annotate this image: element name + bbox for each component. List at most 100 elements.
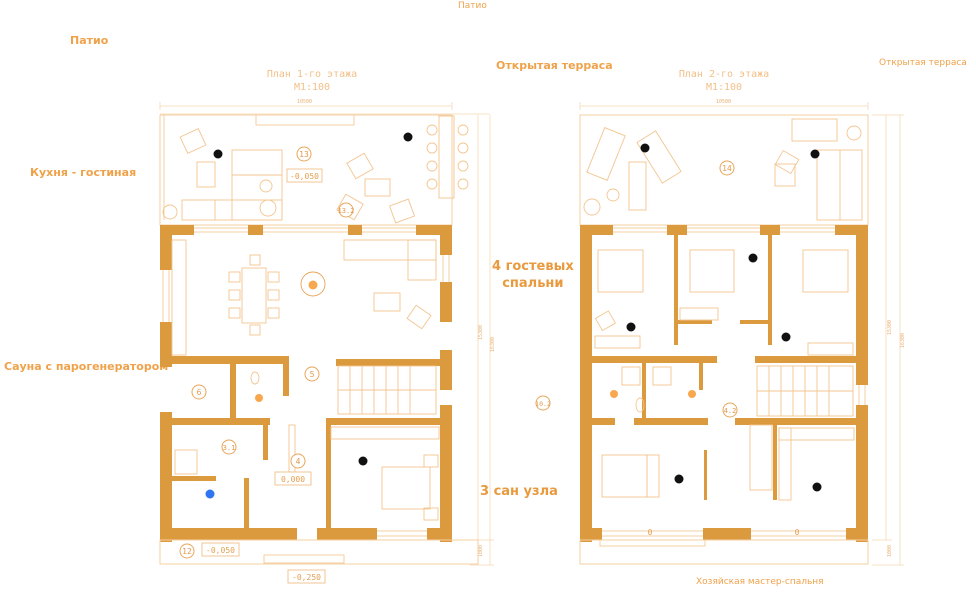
plan1-hotspot-sauna[interactable] (205, 489, 215, 499)
plan1-coffee-table (364, 178, 391, 197)
plan1-height-dim-inner: 15300 (478, 325, 484, 340)
plan2-bed-guest-2 (689, 249, 735, 293)
plan1-porch (159, 539, 479, 565)
plan1-room-5: 5 (304, 366, 320, 382)
room-number: 10.2 (535, 400, 551, 408)
label-master-bedroom: Хозяйская мастер-спальня (696, 577, 824, 587)
plan1-dimensions: 10500 15300 16300 1000 (159, 99, 496, 566)
room-number: 13.2 (338, 207, 355, 215)
plan1-living-armchair (406, 304, 432, 330)
plan2-shower (652, 366, 672, 386)
plan2-wardrobe (594, 335, 641, 349)
plan2-stairs (756, 365, 854, 417)
plan1-terrace-sofa (181, 149, 283, 221)
plan1-toilet (250, 371, 260, 385)
plan2-wardrobe (679, 307, 719, 321)
level-mark: 0,000 (281, 475, 305, 484)
plan2-lounger (636, 130, 682, 184)
plan1-level-terrace: -0,050 (286, 168, 323, 183)
plan1-armchair (179, 128, 207, 154)
plan2-title: План 2-го этажа М1:100 (674, 68, 774, 94)
plan2-window-mark: 0 (648, 528, 653, 537)
plan1-room-13-2: 13.2 (338, 202, 355, 218)
plan1-width-dim: 10500 (297, 99, 312, 105)
plan2-lounger (586, 127, 626, 181)
plan1-bottom-dim: 1000 (478, 545, 484, 557)
plan1-hotspot-kitchen-living[interactable] (308, 280, 318, 290)
plan2-dimensions: 10500 15300 16300 1000 (579, 99, 906, 566)
plan2-walk-in-closet (778, 427, 855, 441)
plan2-hotspot-guest-bedroom-3[interactable] (781, 332, 791, 342)
plan1-armchair (388, 198, 416, 224)
plan1-bar-counter (438, 115, 455, 199)
plan2-walk-in-closet (778, 427, 792, 501)
label-patio-left: Патио (70, 34, 109, 47)
room-number: 4.2 (724, 407, 737, 415)
level-mark: -0,250 (292, 573, 321, 582)
label-open-terrace-right: Открытая терраса (879, 58, 967, 68)
plan2-hotspot-bathroom-2[interactable] (688, 390, 696, 398)
plan2-title-name: План 2-го этажа (678, 69, 770, 80)
plan2-sink (635, 397, 645, 413)
level-mark: -0,050 (290, 172, 319, 181)
plan2-width-dim: 10500 (716, 99, 731, 105)
label-guest-bedrooms-line2: спальни (502, 276, 564, 291)
plan1-bar-stools (426, 124, 469, 190)
plan2-height-dim-inner: 15300 (887, 320, 893, 335)
plan1-windows (162, 227, 450, 537)
plan2-balcony (579, 539, 869, 565)
plan1-walls (160, 225, 452, 542)
plan1-hotspot-terrace-left[interactable] (213, 149, 223, 159)
plan1-armchair (346, 152, 374, 180)
plan2-terrace-sofa (791, 118, 863, 221)
plan2-hotspot-terrace-right[interactable] (810, 149, 820, 159)
label-guest-bedrooms-line1: 4 гостевых (492, 259, 574, 274)
room-number: 12 (182, 547, 192, 556)
plan1: 10500 15300 16300 1000 (159, 99, 496, 584)
plan1-hotspot-terrace-right[interactable] (403, 132, 413, 142)
plan2-armchair (594, 310, 617, 332)
plan2-hotspot-walk-in-closet[interactable] (812, 482, 822, 492)
plan1-room-4: 4 (290, 453, 306, 469)
plan2-walls (580, 225, 868, 542)
label-open-terrace-center: Открытая терраса (496, 59, 613, 72)
label-sauna: Сауна с парогенератором (4, 360, 169, 373)
plan2-hotspot-guest-bedroom-2[interactable] (748, 253, 758, 263)
plan2-hotspot-terrace-left[interactable] (640, 143, 650, 153)
plan1-title-name: План 1-го этажа (266, 69, 358, 80)
plan1-dining-set (228, 254, 280, 336)
plan2-room-10-2: 10.2 (535, 395, 551, 411)
plan2-shower (621, 366, 641, 386)
plan1-hotspot-bathroom[interactable] (255, 394, 263, 402)
room-number: 4 (296, 457, 301, 466)
plan1-stairs (337, 365, 437, 415)
plan1-living-table (373, 292, 401, 312)
plan1-level-porch: -0,050 (201, 542, 240, 557)
plan2-wardrobe (807, 342, 854, 356)
plan2-hotspot-master-bedroom[interactable] (674, 474, 684, 484)
plan2-master-bed (601, 454, 660, 498)
plan2-bed-guest-1 (597, 249, 644, 293)
plan2-bottom-dim: 1000 (887, 545, 893, 557)
label-bathrooms: 3 сан узла (480, 484, 558, 499)
plan2-hotspot-bathroom-1[interactable] (610, 390, 618, 398)
room-number: 3.1 (223, 444, 236, 452)
plan2-master-sofa (749, 424, 773, 491)
room-number: 14 (722, 164, 732, 173)
plan1-wardrobe (330, 426, 440, 440)
label-kitchen-living: Кухня - гостиная (30, 166, 137, 179)
plan2-armchair (774, 149, 800, 175)
plan1-plants (162, 179, 277, 220)
plan2-hotspot-guest-bedroom-1[interactable] (626, 322, 636, 332)
plan1-hotspot-bedroom[interactable] (358, 456, 368, 466)
plan1-lamp-ring (300, 271, 326, 297)
plan1-shower (174, 449, 198, 475)
plan2-room-14: 14 (719, 160, 735, 176)
plan1-living-sofa (343, 239, 437, 281)
label-patio-top: Патио (458, 1, 487, 11)
plan2-height-dim-total: 16300 (900, 333, 906, 348)
plan1-title: План 1-го этажа М1:100 (262, 68, 362, 94)
plan1-bed (381, 454, 439, 521)
plan1-level-entry: -0,250 (287, 569, 326, 584)
